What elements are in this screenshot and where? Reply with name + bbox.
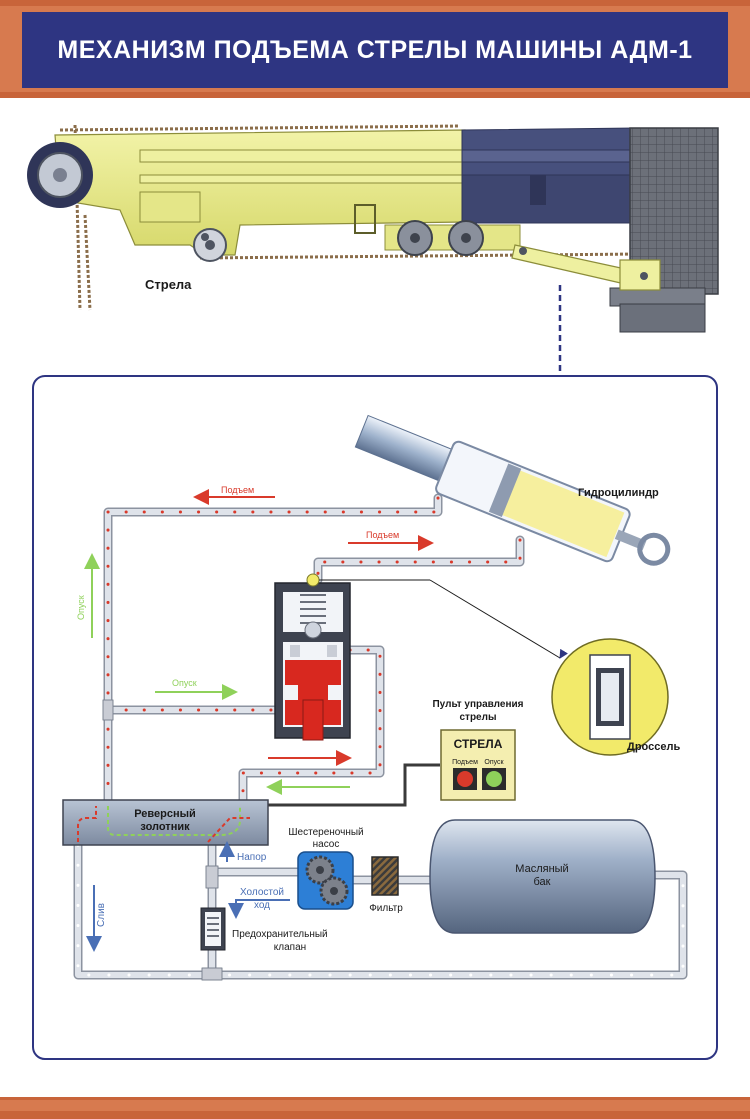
throttle-valve xyxy=(274,582,351,741)
oil-tank xyxy=(429,819,656,934)
boom-illustration xyxy=(27,124,719,333)
gear-pump xyxy=(297,851,354,910)
throttle-label: Дроссель xyxy=(627,741,680,753)
btn-lower-label: Опуск xyxy=(484,759,504,766)
hydrocylinder-label: Гидроцилиндр xyxy=(578,487,659,499)
safety-valve xyxy=(200,907,226,951)
pressure-label: Напор xyxy=(237,852,267,863)
gear-pump-label-1: Шестереночный xyxy=(288,827,363,838)
idle-label-1: Холостой xyxy=(240,887,284,898)
lift-label-mid: Подъем xyxy=(366,530,399,540)
reverse-valve-label-1: Реверсный xyxy=(134,808,196,820)
lower-label-left: Опуск xyxy=(76,595,86,620)
control-panel-title-2: стрелы xyxy=(459,712,496,723)
reverse-valve xyxy=(62,799,269,846)
lift-button[interactable] xyxy=(457,771,473,787)
drain-label: Слив xyxy=(96,903,107,927)
hydrocylinder xyxy=(354,414,671,566)
lift-label-top: Подъем xyxy=(221,485,254,495)
lower-label-mid: Опуск xyxy=(172,678,197,688)
panel-title: СТРЕЛА xyxy=(454,737,503,751)
bottom-frame-inner xyxy=(0,1100,750,1111)
control-wire xyxy=(268,763,440,807)
pipe-network xyxy=(73,493,688,981)
throttle-detail xyxy=(551,638,669,756)
control-panel: СТРЕЛА Подъем Опуск xyxy=(440,729,516,801)
poster-title: МЕХАНИЗМ ПОДЪЕМА СТРЕЛЫ МАШИНЫ АДМ-1 xyxy=(57,35,693,64)
gear-pump-label-2: насос xyxy=(313,839,340,850)
oil-tank-label-1: Масляный xyxy=(515,863,568,875)
idle-label-2: ход xyxy=(254,900,270,911)
safety-valve-label-1: Предохранительный xyxy=(232,929,328,940)
lower-button[interactable] xyxy=(486,771,502,787)
reverse-valve-label-2: золотник xyxy=(140,821,190,833)
filter-label: Фильтр xyxy=(369,903,403,914)
filter xyxy=(371,856,399,896)
title-bar: МЕХАНИЗМ ПОДЪЕМА СТРЕЛЫ МАШИНЫ АДМ-1 xyxy=(22,12,728,88)
btn-lift-label: Подъем xyxy=(452,759,478,766)
safety-valve-label-2: клапан xyxy=(274,942,306,953)
boom-label: Стрела xyxy=(145,277,192,292)
idle-arrow xyxy=(228,899,290,919)
oil-tank-label-2: бак xyxy=(534,876,551,888)
control-panel-title-1: Пульт управления xyxy=(432,699,523,710)
